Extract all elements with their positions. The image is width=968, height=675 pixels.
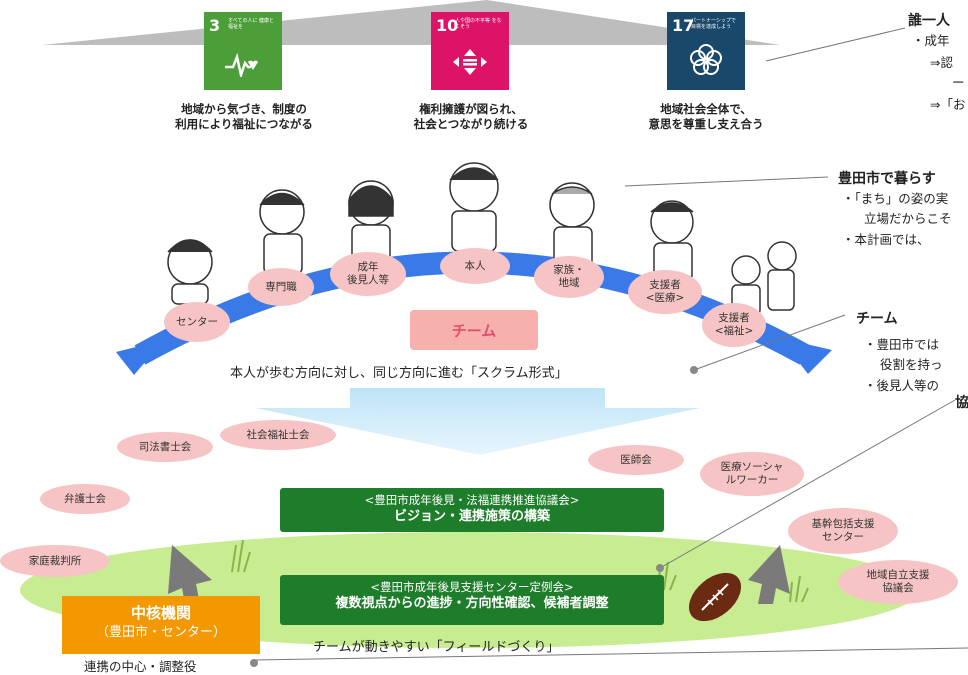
scrum-text: 本人が歩む方向に対し、同じ方向に進む「スクラム形式」	[230, 366, 568, 381]
block1-line: ・成年	[912, 33, 950, 48]
org-bubble: 地域自立支援 協議会	[838, 560, 958, 604]
council-meeting-box: <豊田市成年後見支援センター定例会> 複数視点からの進捗・方向性確認、候補者調整	[280, 575, 664, 625]
caption-line: 地域から気づき、制度の	[181, 102, 307, 116]
org-bubble: 医師会	[588, 445, 684, 475]
block1-title: 誰一人	[908, 13, 950, 29]
pointer-dot	[250, 659, 258, 667]
team-member-bubble: 専門職	[248, 268, 314, 306]
equality-icon	[431, 47, 509, 84]
sdg-number: 10	[436, 16, 459, 35]
sdg-number: 17	[672, 16, 695, 35]
block2-title: 豊田市で暮らす	[838, 171, 936, 187]
caption-line: 利用により福祉につながる	[175, 117, 313, 131]
block3-line: ・豊田市では	[864, 337, 940, 352]
block3-line: 役割を持っ	[880, 357, 943, 372]
block4-title: 協	[955, 395, 968, 411]
org-bubble: 医療ソーシャ ルワーカー	[700, 452, 804, 496]
person-center-icon	[167, 239, 213, 305]
person-medical-icon	[650, 200, 694, 282]
block2-line: 立場だからこそ	[864, 211, 952, 226]
sdg-17-caption: 地域社会全体で、 意思を尊重し支え合う	[616, 102, 796, 132]
connector-lines	[253, 27, 968, 661]
partnership-icon	[667, 43, 745, 84]
sdg-10-caption: 権利擁護が図られ、 社会とつながり続ける	[381, 102, 561, 132]
council-name: <豊田市成年後見支援センター定例会>	[370, 580, 574, 594]
team-member-bubble: 支援者 <福祉>	[702, 303, 766, 347]
core-institution-box: 中核機関 （豊田市・センター）	[62, 596, 260, 654]
arc-right-arrowhead	[780, 338, 832, 374]
block1-line: ⇒認	[930, 55, 953, 70]
sdg-3-caption: 地域から気づき、制度の 利用により福祉につながる	[154, 102, 334, 132]
person-family-icon	[549, 182, 595, 268]
org-bubble: 基幹包括支援 センター	[788, 508, 898, 554]
org-bubble: 司法書士会	[117, 432, 213, 462]
council-role: ビジョン・連携施策の構築	[393, 509, 550, 524]
team-member-bubble: 本人	[440, 248, 510, 284]
right-pointer-arrow	[748, 545, 790, 604]
org-bubble: 社会福祉士会	[220, 420, 336, 450]
council-role: 複数視点からの進捗・方向性確認、候補者調整	[335, 596, 609, 611]
person-self-icon	[449, 162, 499, 252]
caption-line: 権利擁護が図られ、	[419, 102, 523, 116]
sdg-label: 人や国の不平等 をなくそう	[455, 18, 502, 30]
heartbeat-icon	[204, 52, 282, 84]
sdg-17-icon: 17 パートナーシップで 目標を達成しよう	[667, 12, 745, 90]
caption-line: 地域社会全体で、	[660, 102, 752, 116]
coordination-text: 連携の中心・調整役	[84, 659, 197, 674]
sdg-label: すべての人に 健康と福祉を	[228, 18, 275, 30]
arc-left-arrowhead	[116, 340, 164, 375]
rugby-ball-icon	[688, 572, 742, 622]
pointer-dot	[656, 564, 664, 572]
team-member-bubble: 家族・ 地域	[534, 256, 604, 298]
team-member-bubble: センター	[164, 302, 230, 342]
core-title: 中核機関	[130, 604, 191, 622]
org-bubble: 弁護士会	[40, 484, 130, 514]
caption-line: 意思を尊重し支え合う	[648, 117, 764, 131]
block1-line: ー	[952, 75, 965, 90]
sdg-number: 3	[209, 16, 221, 35]
person-professional-icon	[259, 189, 305, 275]
field-text: チームが動きやすい「フィールドづくり」	[313, 640, 560, 655]
council-name: <豊田市成年後見・法福連携推進協議会>	[364, 493, 580, 507]
down-arrow	[255, 388, 700, 455]
sdg-10-icon: 10 人や国の不平等 をなくそう	[431, 12, 509, 90]
block2-line: ・「まち」の姿の実	[842, 191, 949, 206]
org-bubble: 家庭裁判所	[0, 545, 110, 577]
team-member-bubble: 支援者 <医療>	[628, 270, 702, 314]
left-pointer-arrow	[168, 545, 212, 604]
team-label: チーム	[410, 310, 538, 350]
caption-line: 社会とつながり続ける	[413, 117, 529, 131]
council-vision-box: <豊田市成年後見・法福連携推進協議会> ビジョン・連携施策の構築	[280, 488, 664, 532]
sdg-label: パートナーシップで 目標を達成しよう	[691, 18, 736, 30]
sdg-3-icon: 3 すべての人に 健康と福祉を	[204, 12, 282, 90]
pointer-dot	[690, 366, 698, 374]
team-member-bubble: 成年 後見人等	[330, 252, 406, 296]
block2-line: ・本計画では、	[842, 232, 930, 247]
block1-line: ⇒「お	[930, 97, 966, 112]
core-subtitle: （豊田市・センター）	[95, 625, 226, 640]
block3-title: チーム	[856, 311, 898, 327]
block3-line: ・後見人等の	[864, 378, 940, 393]
